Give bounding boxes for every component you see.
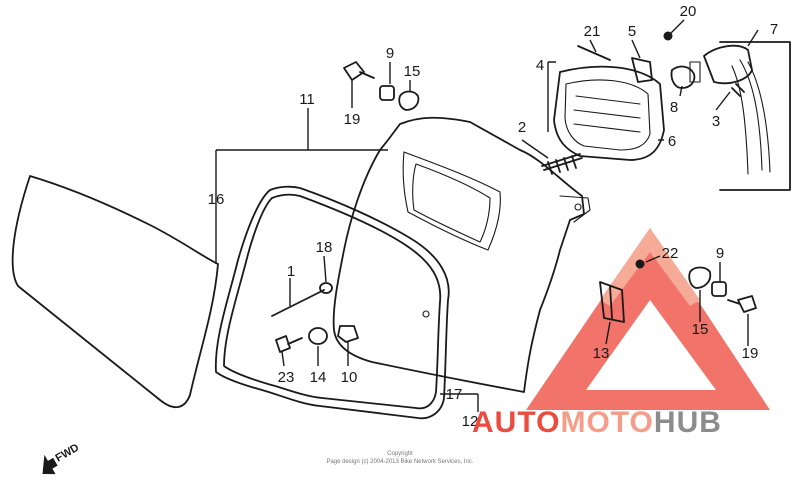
grommet-15-right [688,266,712,289]
fwd-arrow-icon [42,454,58,475]
bolt-19 [343,61,375,81]
callout-11: 11 [299,91,315,108]
copyright-line-2: Page design (c) 2004-2013 Bike Network S… [326,459,473,465]
fwd-label: FWD [54,442,82,465]
headlight-case-bracket [559,195,591,223]
collar-14 [308,327,328,345]
callout-1: 1 [287,263,295,280]
fwd-indicator: FWD [42,442,82,475]
collar-9-left [379,85,395,101]
spring-2 [541,153,583,175]
gasket-17 [214,185,450,420]
collar-9-right [711,281,727,297]
watermark-triangle-inner [586,300,716,390]
callout-7: 7 [770,21,778,38]
leader-lines [215,19,759,412]
callout-12: 12 [462,413,479,430]
callout-10: 10 [341,369,358,386]
bolt-1 [271,289,325,317]
callout-labels: 1 2 3 4 5 6 7 8 9 9 10 11 12 13 14 15 15… [208,3,779,430]
callout-19-left: 19 [344,111,361,128]
callout-8: 8 [670,99,678,116]
callout-16: 16 [208,191,225,208]
headlight-case-hole [574,203,582,211]
nut-22 [635,259,645,269]
bulb-8 [670,65,696,89]
callout-21: 21 [584,23,601,40]
callout-20: 20 [680,3,697,20]
callout-22: 22 [662,245,679,262]
callout-15-right: 15 [692,321,709,338]
socket-wire-bracket [719,41,791,191]
lens-line-2 [573,109,641,119]
bolt-19-right [727,295,757,313]
screw-23 [275,335,303,353]
screw-3 [731,83,745,97]
grommet-15-left [398,90,420,111]
callout-6: 6 [668,133,676,150]
socket-wire-7 [731,59,771,175]
callout-14: 14 [310,369,327,386]
callout-13: 13 [593,345,610,362]
callout-17: 17 [446,386,463,403]
bulb-base-8 [689,61,701,83]
callout-19-right: 19 [742,345,759,362]
watermark-word-auto: AUTOMOTOHUB [472,406,722,439]
watermark-logo [526,228,770,410]
bracket-5 [631,57,653,83]
bracket-13 [599,281,625,323]
headlight-lens-6 [564,79,651,151]
callout-2: 2 [518,119,526,136]
headlight-unit-6 [553,65,665,161]
lens-line-1 [575,95,641,105]
watermark-wordmark: AUTOMOTOHUB [472,406,722,439]
headlight-case-window-inner [412,163,491,243]
screw-21 [577,45,611,61]
socket-7 [703,44,753,85]
callout-9-left: 9 [386,45,394,62]
callout-5: 5 [628,23,636,40]
washer-18 [319,282,333,294]
callout-4: 4 [536,57,544,74]
case-mount-hole [422,310,430,318]
callout-18: 18 [316,239,333,256]
headlight-case-lens-window [402,151,501,251]
nut-10 [337,325,359,343]
copyright-line-1: Copyright [387,451,413,457]
callout-23: 23 [278,369,295,386]
callout-9-right: 9 [716,245,724,262]
callout-15-left: 15 [404,63,421,80]
seat-cover-16 [11,175,219,409]
lens-line-3 [573,123,641,133]
callout-3: 3 [712,113,720,130]
gasket-17-inner [223,193,442,410]
headlight-case-12 [332,116,585,393]
